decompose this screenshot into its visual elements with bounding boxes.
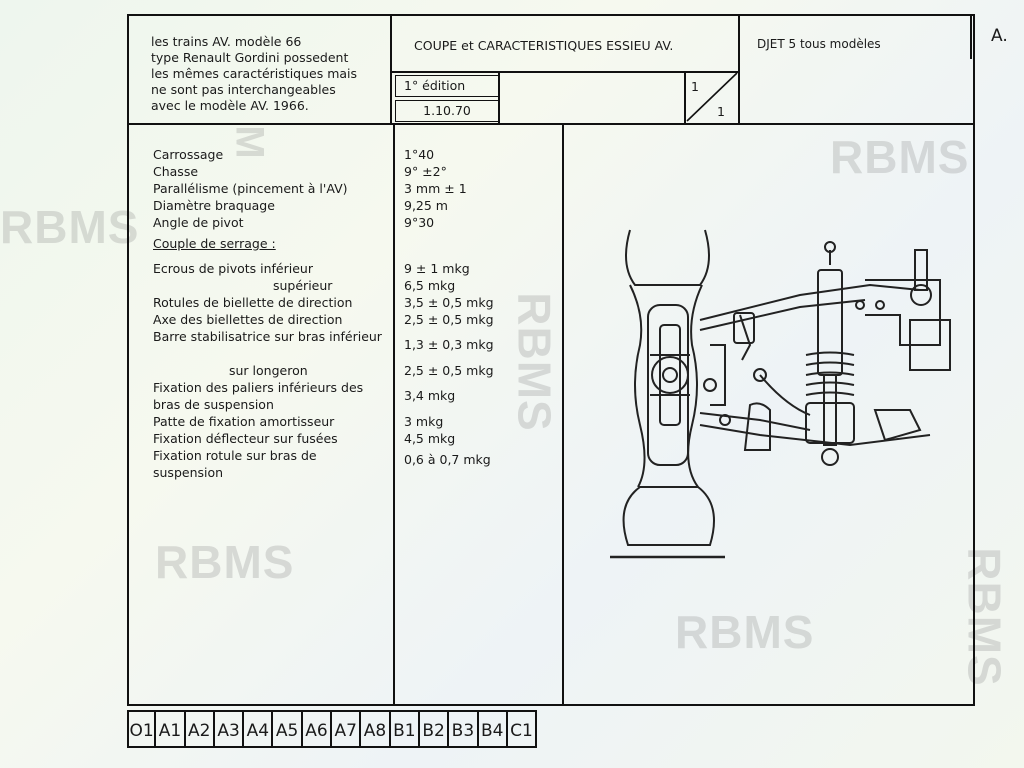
torque-label: Fixation des paliers inférieurs des bras… [153, 380, 364, 412]
edition-label: 1° édition [404, 78, 466, 93]
index-tab-b4[interactable]: B4 [478, 710, 508, 748]
spec-value: 1°40 [404, 147, 435, 162]
torque-label: Ecrous de pivots inférieur [153, 261, 313, 276]
torque-label: Axe des biellettes de direction [153, 312, 343, 327]
torque-label: Fixation rotule sur bras de suspension [153, 448, 317, 480]
index-tab-a8[interactable]: A8 [361, 710, 391, 748]
torque-heading: Couple de serrage : [153, 236, 276, 251]
header-divider [129, 123, 975, 125]
torque-value-text: 0,6 à 0,7 mkg [404, 452, 491, 467]
torque-value: 3,5 ± 0,5 mkg [404, 295, 494, 310]
index-tab-c1[interactable]: C1 [507, 710, 538, 748]
edition-date: 1.10.70 [423, 103, 471, 118]
intro-line: les mêmes caractéristiques mais [151, 66, 358, 81]
intro-line: avec le modèle AV. 1966. [151, 98, 309, 113]
spec-label: Chasse [153, 164, 199, 179]
value-drawing-divider [562, 123, 564, 706]
technical-sheet: les trains AV. modèle 66 type Renault Go… [127, 14, 1008, 706]
intro-line: type Renault Gordini possedent [151, 50, 349, 65]
spec-label: Diamètre braquage [153, 198, 275, 213]
front-axle-section-drawing [610, 229, 951, 559]
torque-label: sur longeron [229, 363, 308, 378]
spacer [404, 235, 564, 252]
index-tabs: O1 A1 A2 A3 A4 A5 A6 A7 A8 B1 B2 B3 B4 C… [127, 710, 538, 750]
torque-value: 2,5 ± 0,5 mkg [404, 363, 494, 378]
index-tab-a5[interactable]: A5 [273, 710, 303, 748]
edition-box: 1° édition [395, 75, 499, 97]
torque-label: Barre stabilisatrice sur bras inférieur [153, 329, 382, 344]
index-tab-a4[interactable]: A4 [244, 710, 274, 748]
torque-label: Rotules de biellette de direction [153, 295, 353, 310]
index-tab-a6[interactable]: A6 [302, 710, 333, 748]
spec-value: 3 mm ± 1 [404, 181, 467, 196]
intro-line: les trains AV. modèle 66 [151, 34, 302, 49]
torque-value: 1,3 ± 0,3 mkg [404, 328, 564, 362]
index-tab-a3[interactable]: A3 [214, 710, 245, 748]
torque-value: 3 mkg [404, 414, 444, 429]
spec-value: 9,25 m [404, 198, 448, 213]
title-divider [738, 16, 740, 123]
code-divider [970, 16, 972, 59]
index-tab-a2[interactable]: A2 [185, 710, 215, 748]
spec-labels: Carrossage Chasse Parallélisme (pincemen… [153, 146, 389, 481]
torque-value: 3,4 mkg [404, 379, 564, 413]
label-value-divider [393, 123, 395, 706]
index-tab-a7[interactable]: A7 [332, 710, 362, 748]
torque-value: 0,6 à 0,7 mkg [404, 447, 564, 481]
page-number: 1 [691, 79, 699, 94]
torque-value: 2,5 ± 0,5 mkg [404, 312, 494, 327]
torque-value: 4,5 mkg [404, 431, 456, 446]
torque-value: 9 ± 1 mkg [404, 261, 470, 276]
spec-value: 9°30 [404, 215, 435, 230]
torque-value: 6,5 mkg [404, 278, 456, 293]
torque-label: Patte de fixation amortisseur [153, 414, 335, 429]
torque-value-text: 1,3 ± 0,3 mkg [404, 337, 494, 352]
spec-value: 9° ±2° [404, 164, 447, 179]
spec-values: 1°40 9° ±2° 3 mm ± 1 9,25 m 9°30 9 ± 1 m… [404, 146, 564, 481]
page-box-diagonal [686, 72, 738, 122]
torque-label: Fixation déflecteur sur fusées [153, 431, 338, 446]
index-tab-b3[interactable]: B3 [449, 710, 479, 748]
index-tab-a1[interactable]: A1 [156, 710, 186, 748]
watermark: RBMS [0, 201, 140, 253]
index-tab-b1[interactable]: B1 [390, 710, 420, 748]
torque-label: supérieur [273, 278, 333, 293]
edition-divider [498, 71, 500, 123]
sheet-title: COUPE et CARACTERISTIQUES ESSIEU AV. [414, 38, 674, 53]
spec-label: Carrossage [153, 147, 224, 162]
spec-label: Angle de pivot [153, 215, 244, 230]
date-box: 1.10.70 [395, 100, 499, 122]
page-box-left [684, 71, 686, 123]
intro-note: les trains AV. modèle 66 type Renault Go… [151, 34, 357, 114]
intro-line: ne sont pas interchangeables [151, 82, 336, 97]
model-label: DJET 5 tous modèles [757, 37, 881, 51]
spec-label: Parallélisme (pincement à l'AV) [153, 181, 348, 196]
intro-divider [390, 16, 392, 123]
page-total: 1 [717, 104, 725, 119]
index-tab-o1[interactable]: O1 [127, 710, 157, 748]
torque-value-text: 3,4 mkg [404, 388, 456, 403]
index-tab-b2[interactable]: B2 [419, 710, 450, 748]
title-underline [390, 71, 738, 73]
sheet-code: A. [991, 26, 1008, 46]
